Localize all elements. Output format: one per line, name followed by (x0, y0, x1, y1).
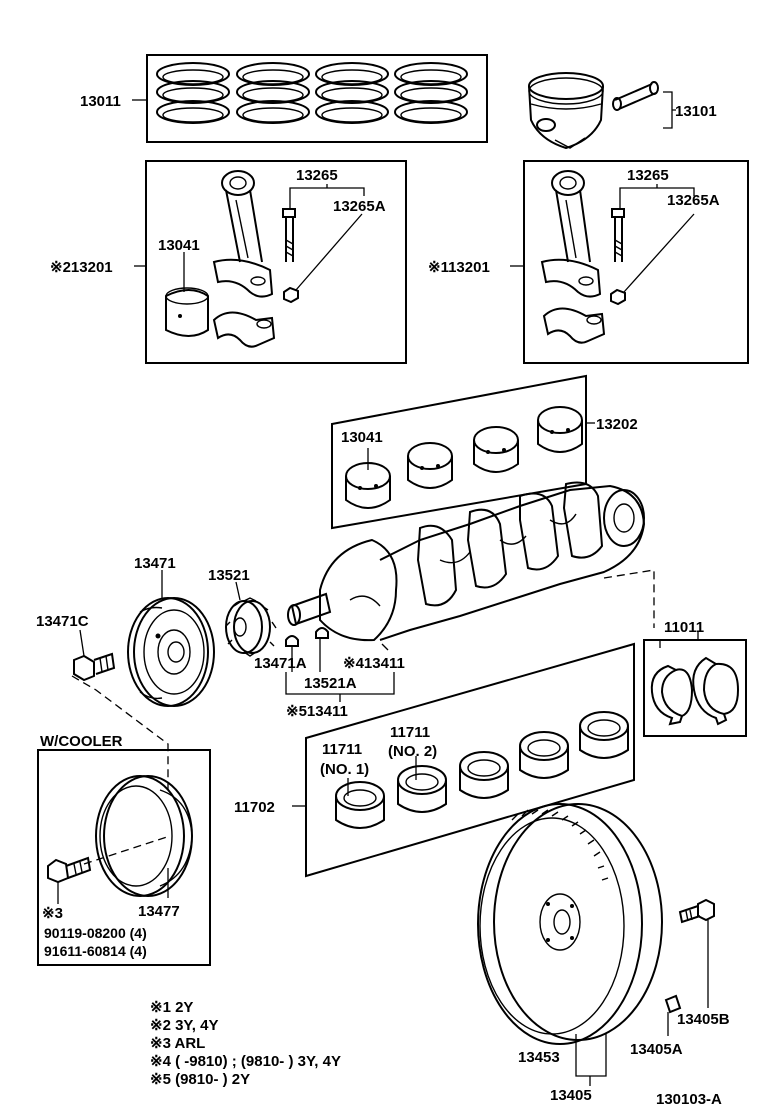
cooler-washer-part: 91611-60814 (4) (44, 943, 147, 959)
callout-13265-right: 13265 (627, 167, 669, 184)
conrod-nut-right[interactable] (610, 288, 626, 306)
legend-line-1: ※1 2Y (150, 999, 193, 1016)
callout-13471c: 13471C (36, 613, 89, 630)
callout-13453: 13453 (518, 1049, 560, 1066)
callout-13471a: 13471A (254, 655, 307, 672)
conrod-cap-right[interactable] (542, 307, 606, 344)
conrod-nut-left[interactable] (283, 286, 299, 304)
legend-line-5: ※5 (9810- ) 2Y (150, 1071, 250, 1088)
callout-13265a-left: 13265A (333, 198, 386, 215)
connecting-rod-right[interactable] (540, 170, 602, 298)
flywheel-bolt[interactable] (678, 898, 715, 924)
pulley-bolt[interactable] (73, 652, 116, 682)
cooler-note-mark: ※3 (42, 905, 63, 922)
legend-line-3: ※3 ARL (150, 1035, 205, 1052)
callout-13201-right: ※113201 (428, 259, 490, 276)
callout-13265-left: 13265 (296, 167, 338, 184)
callout-11011: 11011 (664, 619, 704, 636)
piston-ring-set[interactable] (146, 54, 488, 143)
conrod-cap-left[interactable] (212, 311, 276, 348)
main-bearing-set[interactable] (335, 711, 629, 829)
callout-13521a: 13521A (304, 675, 357, 692)
conrod-box-left (145, 160, 407, 364)
callout-11702: 11702 (234, 799, 275, 816)
callout-13201-left: ※213201 (50, 259, 113, 276)
callout-13411-mark4: ※413411 (343, 655, 405, 672)
callout-13405: 13405 (550, 1087, 592, 1104)
callout-13405b: 13405B (677, 1011, 730, 1028)
crank-pulley[interactable] (127, 597, 215, 707)
callout-13471: 13471 (134, 555, 176, 572)
callout-13011: 13011 (80, 93, 121, 110)
callout-13101: 13101 (675, 103, 717, 120)
cooler-bolt[interactable] (47, 856, 92, 884)
callout-13041-bearing: 13041 (341, 429, 383, 446)
callout-13202: 13202 (596, 416, 638, 433)
crankshaft[interactable] (287, 481, 646, 642)
callout-13041-left: 13041 (158, 237, 200, 254)
key-13471a[interactable] (285, 635, 299, 647)
flywheel-dowel-pin[interactable] (664, 994, 682, 1014)
flywheel[interactable] (477, 803, 663, 1045)
bearing-panel-11702 (305, 642, 635, 878)
key-13521a[interactable] (315, 627, 329, 639)
bearing-panel-13202 (331, 374, 587, 530)
piston-pin[interactable] (612, 81, 659, 111)
figure-id: 130103-A (656, 1091, 722, 1108)
cooler-bolt-part: 90119-08200 (4) (44, 925, 147, 941)
conrod-bearing-left[interactable] (165, 287, 209, 337)
callout-13405a: 13405A (630, 1041, 683, 1058)
callout-13265a-right: 13265A (667, 192, 720, 209)
callout-11711-no1: 11711 (322, 741, 362, 758)
callout-11711-no2-sub: (NO. 2) (388, 743, 437, 760)
applicability-legend: ※1 2Y ※2 3Y, 4Y ※3 ARL ※4 ( -9810) ; (98… (150, 999, 341, 1088)
connecting-rod-left[interactable] (212, 170, 274, 298)
thrust-washer-set[interactable] (650, 656, 740, 726)
conrod-box-right (523, 160, 749, 364)
callout-13477: 13477 (138, 903, 180, 920)
legend-line-4: ※4 ( -9810) ; (9810- ) 3Y, 4Y (150, 1053, 341, 1070)
callout-13521: 13521 (208, 567, 250, 584)
callout-11711-no1-sub: (NO. 1) (320, 761, 369, 778)
cooler-box (37, 749, 211, 966)
cooler-box-title: W/COOLER (40, 733, 123, 750)
crank-bearing-upper-set[interactable] (345, 406, 583, 509)
piston[interactable] (528, 72, 604, 150)
callout-13411-mark5: ※513411 (286, 703, 348, 720)
thrust-washer-box (643, 639, 747, 737)
conrod-bolt-right[interactable] (611, 208, 625, 262)
conrod-bolt-left[interactable] (282, 208, 296, 262)
legend-line-2: ※2 3Y, 4Y (150, 1017, 218, 1034)
cooler-pulley[interactable] (95, 775, 193, 897)
timing-gear[interactable] (225, 597, 277, 657)
callout-11711-no2: 11711 (390, 724, 430, 741)
